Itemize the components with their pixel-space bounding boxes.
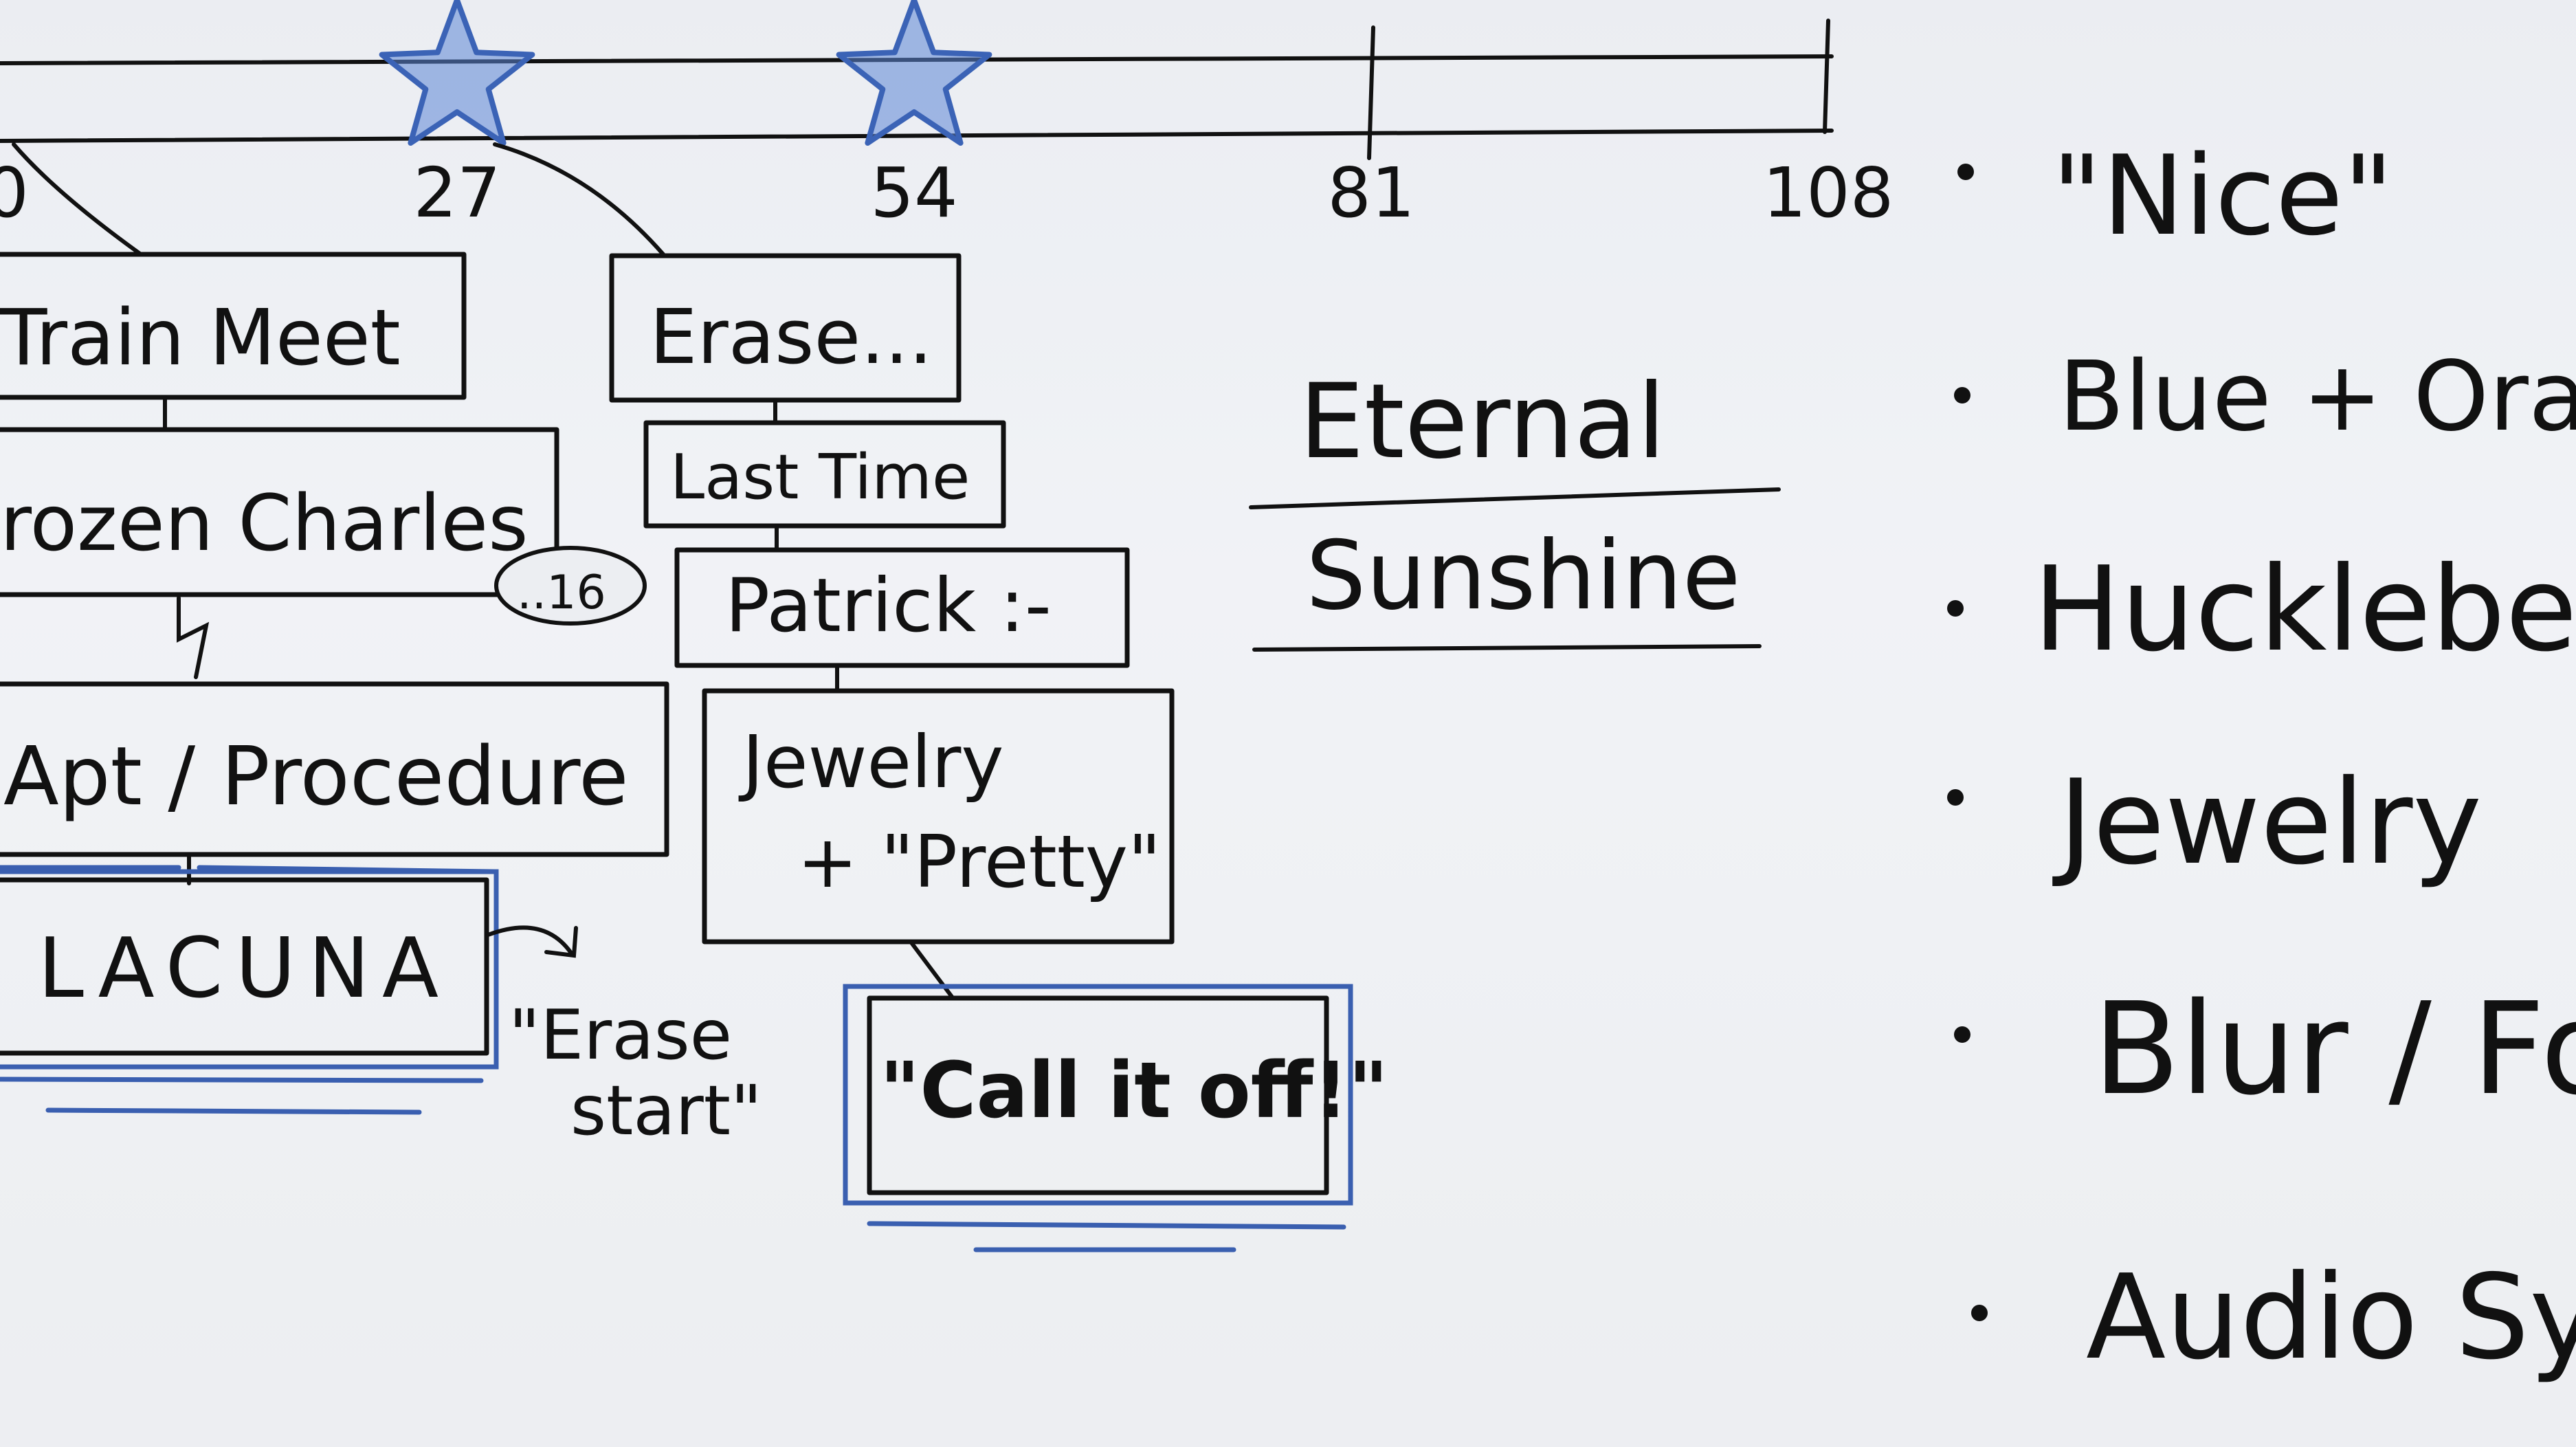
title: Eternal Sunshine bbox=[1249, 362, 1781, 652]
bullet-dot bbox=[1954, 1026, 1970, 1043]
apt-procedure-box bbox=[0, 681, 669, 857]
bullet-list: "Nice" Blue + Orang Huckleberry Ho Jewel… bbox=[1947, 131, 2576, 1386]
connector-27-to-erase bbox=[493, 142, 665, 256]
count-bubble bbox=[494, 546, 647, 626]
timeline-tick-81 bbox=[1367, 25, 1375, 160]
lacuna-box bbox=[0, 877, 489, 1056]
frozen-charles-box bbox=[0, 427, 559, 597]
call-it-off-box bbox=[867, 995, 1329, 1195]
jewelry-line2: + "Pretty" bbox=[797, 820, 1161, 904]
patrick-label: Patrick :- bbox=[725, 563, 1052, 649]
timeline-tick-label: 108 bbox=[1763, 153, 1894, 233]
lacuna-underline-2 bbox=[45, 1107, 422, 1115]
count-bubble-label: ..16 bbox=[517, 566, 606, 620]
title-underline bbox=[1252, 644, 1762, 652]
lacuna-label: LACUNA bbox=[38, 921, 451, 1017]
timeline-tick-labels: 0 27 54 81 108 bbox=[0, 153, 1894, 233]
timeline-stars bbox=[379, 0, 992, 146]
bullet-item: Audio Sync bbox=[2086, 1250, 2576, 1386]
title-divider bbox=[1249, 487, 1781, 509]
bullet-dot bbox=[1954, 387, 1970, 404]
erase-label: Erase... bbox=[649, 293, 933, 381]
jewelry-line1: Jewelry bbox=[738, 720, 1004, 804]
erase-start-line2: start" bbox=[570, 1070, 762, 1151]
star-icon bbox=[836, 0, 992, 146]
title-line1: Eternal bbox=[1299, 362, 1666, 482]
bullet-dot bbox=[1947, 789, 1964, 806]
bullet-dot bbox=[1971, 1305, 1988, 1321]
train-meet-label: Train Meet bbox=[0, 294, 401, 383]
bullet-item: Huckleberry Ho bbox=[2033, 542, 2576, 678]
timeline-tick-label: 27 bbox=[413, 153, 500, 233]
call-it-off-blue-outline bbox=[843, 984, 1353, 1206]
patrick-box bbox=[674, 547, 1130, 668]
call-underline-1 bbox=[867, 1221, 1346, 1230]
timeline-bottom-line bbox=[0, 129, 1834, 143]
last-time-box bbox=[643, 420, 1006, 529]
lacuna-underline-1 bbox=[0, 1076, 484, 1083]
left-chain: Train Meet rozen Charles ..16 Apt / Proc… bbox=[0, 142, 762, 1151]
title-line2: Sunshine bbox=[1306, 520, 1741, 631]
timeline-end-cap bbox=[1823, 19, 1830, 134]
star-icon bbox=[379, 0, 535, 146]
lacuna-blue-outline bbox=[0, 869, 499, 1070]
timeline-tick-label: 81 bbox=[1327, 153, 1414, 233]
right-chain: Erase... Last Time Patrick :- Jewelry + … bbox=[493, 142, 1388, 1252]
timeline-tick-marks bbox=[1367, 25, 1375, 160]
train-meet-box bbox=[0, 252, 467, 400]
lightning-connector bbox=[177, 596, 210, 679]
last-time-label: Last Time bbox=[670, 441, 970, 513]
timeline: 0 27 54 81 108 bbox=[0, 0, 1894, 233]
frozen-charles-label: rozen Charles bbox=[0, 479, 529, 568]
erase-start-arrowhead bbox=[544, 926, 578, 958]
timeline-tick-label: 54 bbox=[870, 153, 957, 233]
jewelry-box bbox=[702, 688, 1175, 945]
bullet-item: Jewelry bbox=[2052, 755, 2482, 891]
erase-box bbox=[609, 253, 962, 403]
call-it-off-label: "Call it off!" bbox=[880, 1046, 1388, 1136]
bullet-item: Blue + Orang bbox=[2058, 341, 2576, 453]
connector-0-to-train bbox=[12, 142, 143, 256]
bullet-dot bbox=[1947, 600, 1964, 617]
bullet-item: "Nice" bbox=[2052, 131, 2394, 260]
bullet-item: Blur / Foc bbox=[2093, 975, 2576, 1123]
erase-start-line1: "Erase bbox=[509, 995, 732, 1075]
timeline-tick-label: 0 bbox=[0, 153, 29, 233]
bullet-dot bbox=[1957, 164, 1974, 180]
erase-start-arrow bbox=[486, 925, 573, 954]
apt-procedure-label: Apt / Procedure bbox=[3, 729, 629, 824]
